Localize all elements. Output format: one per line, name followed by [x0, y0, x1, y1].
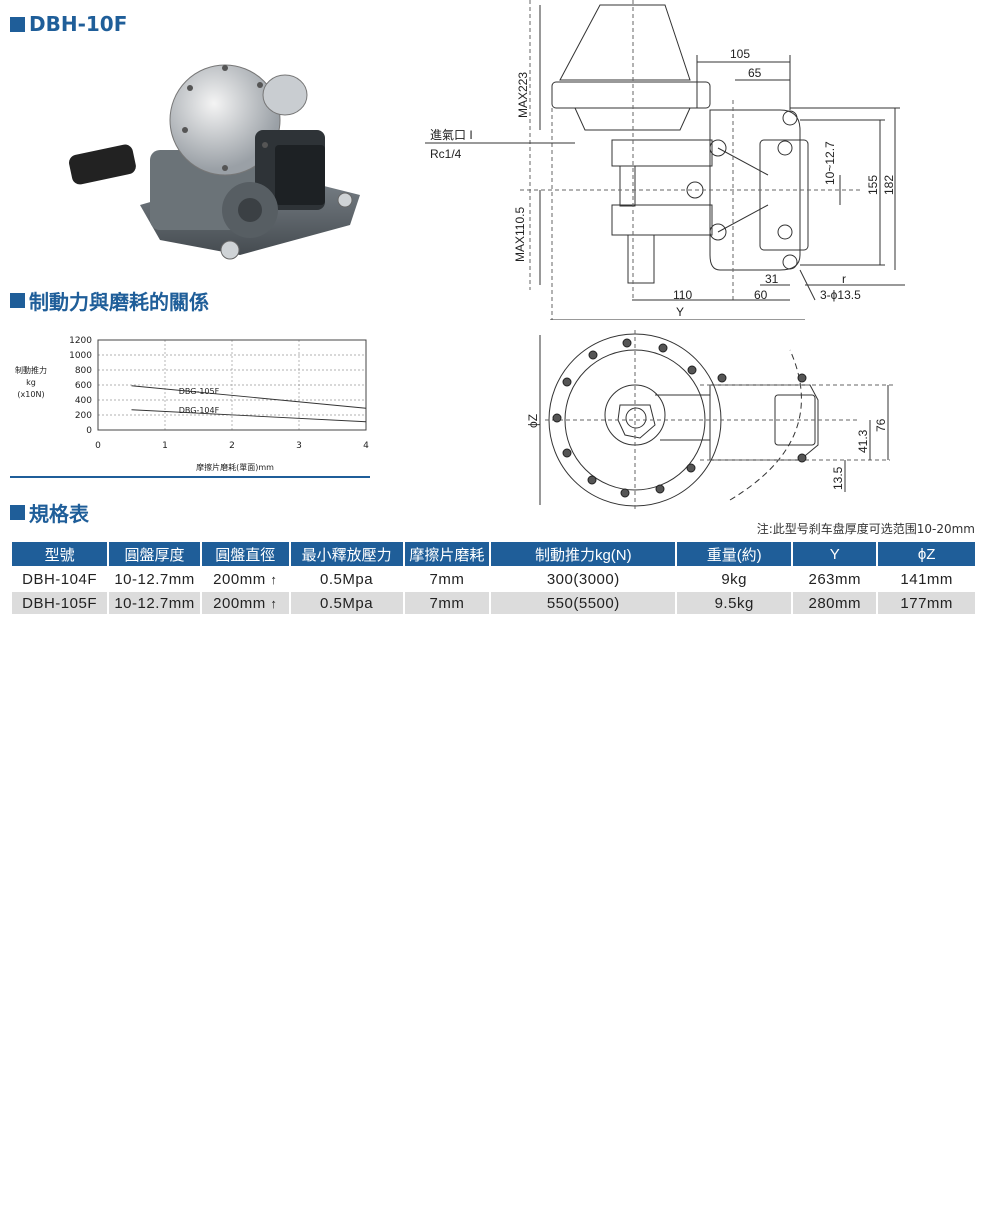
inlet-label: 進氣口 I — [430, 128, 473, 142]
cell-min-release-pressure: 0.5Mpa — [290, 592, 403, 614]
spec-note: 注:此型号刹车盘厚度可选范围10-20mm — [756, 522, 975, 536]
title-square-icon — [10, 293, 25, 308]
cell-weight: 9.5kg — [677, 592, 792, 614]
chart-ylabel-line1: 制動推力 — [15, 366, 47, 375]
spec-table: 型號 圓盤厚度 圓盤直徑 最小釋放壓力 摩擦片磨耗 制動推力kg(N) 重量(約… — [10, 540, 977, 616]
dim-31: 31 — [765, 272, 779, 286]
dim-41-3: 41.3 — [856, 429, 870, 453]
y-tick-label: 800 — [75, 366, 92, 376]
title-square-icon — [10, 505, 25, 520]
cell-disc-diameter: 200mm ↑ — [201, 592, 289, 614]
spec-section-title: 規格表 — [10, 498, 89, 527]
product-title: DBH-10F — [10, 12, 127, 36]
dim-y: Y — [676, 305, 684, 319]
series-line-DBG-105F — [131, 385, 367, 409]
header-phi-z: ϕZ — [878, 542, 975, 566]
cell-y: 280mm — [793, 592, 877, 614]
y-tick-label: 1000 — [69, 351, 92, 361]
cell-disc-thickness: 10-12.7mm — [114, 570, 195, 588]
series-label-DBG-104F: DBG-104F — [179, 406, 220, 415]
cell-phi-z: 177mm — [878, 592, 975, 614]
product-title-text: DBH-10F — [29, 12, 128, 36]
cell-min-release-pressure: 0.5Mpa — [320, 570, 374, 588]
cell-disc-diameter: 200mm ↑ — [202, 568, 289, 590]
dim-holes: 3-ϕ13.5 — [820, 288, 861, 302]
cell-y: 263mm — [808, 570, 862, 588]
relation-section-title: 制動力與磨耗的關係 — [10, 286, 209, 315]
product-photo — [69, 64, 360, 260]
header-model: 型號 — [12, 542, 108, 566]
dim-max110: MAX110.5 — [513, 207, 527, 262]
x-tick-label: 3 — [296, 441, 302, 451]
cell-pad-wear: 7mm — [429, 570, 465, 588]
title-square-icon — [10, 16, 25, 32]
dim-max223: MAX223 — [516, 72, 530, 118]
cell-weight: 9kg — [721, 570, 748, 588]
x-tick-label: 1 — [162, 441, 168, 451]
y-tick-label: 400 — [75, 396, 92, 406]
series-label-DBG-105F: DBG-105F — [179, 387, 220, 396]
y-tick-label: 1200 — [69, 336, 92, 346]
cell-disc-diameter-text: 200mm — [213, 570, 266, 588]
dim-r: r — [842, 272, 846, 286]
header-pad-wear: 摩擦片磨耗 — [404, 542, 490, 566]
header-disc-diameter: 圓盤直徑 — [201, 542, 289, 566]
x-tick-label: 4 — [363, 441, 369, 451]
cell-phi-z: 141mm — [900, 570, 953, 588]
header-braking-force: 制動推力kg(N) — [491, 542, 676, 566]
front-view-drawing: ϕZ 41.3 76 13.5 — [526, 330, 895, 510]
cell-disc-diameter-text: 200mm — [213, 594, 266, 612]
dim-60: 60 — [754, 288, 768, 302]
wear-force-chart: 0 200 400 600 800 1000 1200 0 1 2 3 4 DBG-105F DBG-1… — [69, 336, 369, 451]
cell-braking-force: 550(5500) — [491, 592, 676, 614]
dim-155: 155 — [866, 175, 880, 195]
cell-disc-thickness: 10-12.7mm — [109, 592, 200, 614]
header-weight: 重量(約) — [677, 542, 792, 566]
x-tick-label: 2 — [229, 441, 235, 451]
dim-10-12: 10~12.7 — [823, 141, 837, 185]
dim-65: 65 — [748, 66, 762, 80]
table-row: DBH-104F 10-12.7mm 200mm ↑ 0.5Mpa 7mm 30… — [12, 568, 975, 590]
arrow-up-icon: ↑ — [270, 571, 278, 587]
spec-title-text: 規格表 — [29, 502, 89, 526]
chart-xlabel: 摩擦片磨耗(單面)mm — [196, 463, 274, 472]
relation-title-text: 制動力與磨耗的關係 — [29, 290, 209, 314]
cell-model: DBH-104F — [22, 570, 97, 588]
arrow-up-icon: ↑ — [270, 595, 278, 611]
dim-182: 182 — [882, 175, 896, 195]
y-tick-label: 600 — [75, 381, 92, 391]
header-y: Y — [793, 542, 877, 566]
chart-ylabel-line3: (x10N) — [17, 390, 45, 399]
section-divider — [10, 476, 370, 478]
dim-110: 110 — [673, 288, 692, 302]
header-disc-thickness: 圓盤厚度 — [109, 542, 200, 566]
chart-frame — [97, 339, 367, 431]
dim-phi-z: ϕZ — [526, 414, 540, 428]
y-tick-label: 200 — [75, 411, 92, 421]
side-view-drawing: 進氣口 I Rc1/4 105 65 MAX223 MAX110.5 10~12… — [425, 0, 905, 320]
y-tick-label: 0 — [86, 426, 92, 436]
inlet-thread-label: Rc1/4 — [430, 147, 462, 161]
chart-ylabel-line2: kg — [26, 378, 36, 387]
cell-pad-wear: 7mm — [404, 592, 490, 614]
dim-13-5: 13.5 — [831, 466, 845, 490]
cell-model: DBH-105F — [12, 592, 108, 614]
table-row: DBH-105F 10-12.7mm 200mm ↑ 0.5Mpa 7mm 55… — [12, 592, 975, 614]
spec-header-row: 型號 圓盤厚度 圓盤直徑 最小釋放壓力 摩擦片磨耗 制動推力kg(N) 重量(約… — [12, 542, 975, 566]
series-line-DBG-104F — [131, 409, 367, 423]
header-min-release-pressure: 最小釋放壓力 — [290, 542, 403, 566]
chart-ylabel: 制動推力 kg (x10N) — [10, 365, 52, 401]
dim-105: 105 — [730, 47, 750, 61]
cell-braking-force: 300(3000) — [546, 570, 620, 588]
dim-76: 76 — [874, 418, 888, 432]
x-tick-label: 0 — [95, 441, 101, 451]
